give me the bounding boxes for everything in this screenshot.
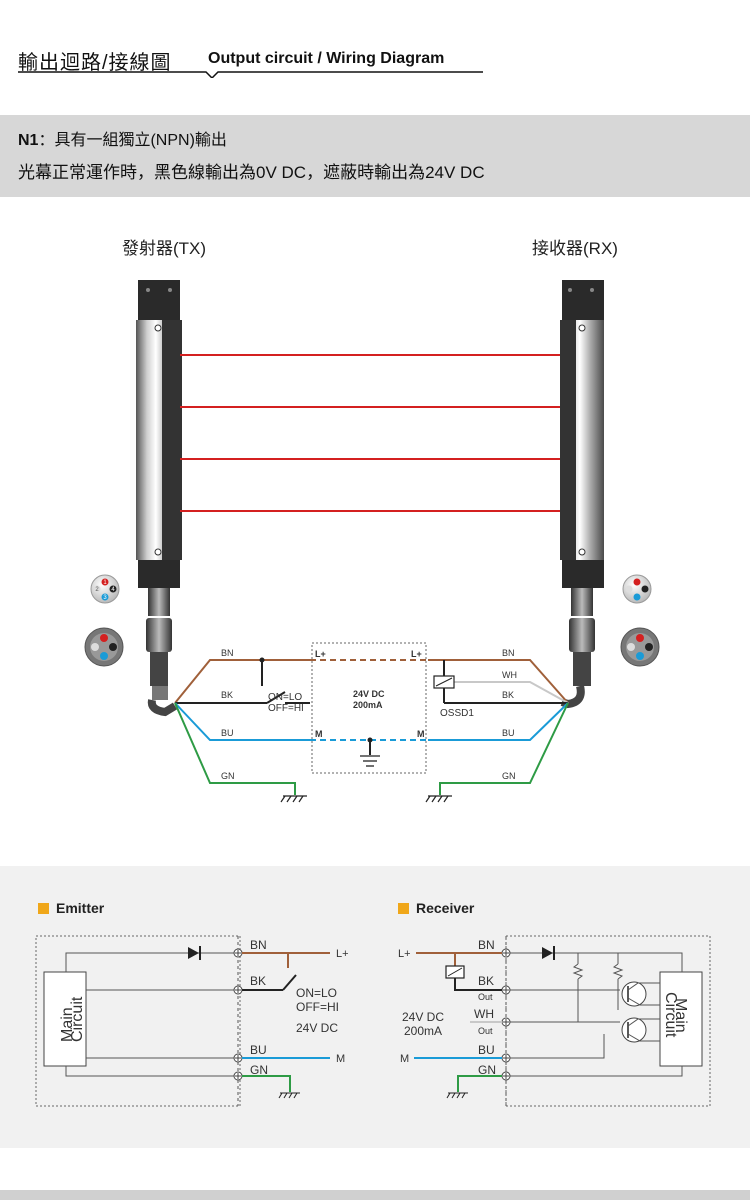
- receiver-current: 200mA: [404, 1024, 442, 1038]
- title-en: Output circuit / Wiring Diagram: [208, 50, 445, 67]
- receiver-marker: [398, 903, 409, 914]
- emitter-bu: BU: [250, 1043, 267, 1057]
- rx-bn-label: BN: [502, 648, 515, 658]
- emitter-diode-icon: [188, 946, 201, 960]
- tx-pin-disc-small: [90, 574, 120, 604]
- junction-dot: [259, 657, 265, 663]
- n1-band: [0, 115, 750, 197]
- emitter-wires: [242, 952, 330, 1092]
- title-zh: 輸出迴路/接線圖: [18, 52, 172, 74]
- tx-bn-label: BN: [221, 648, 234, 658]
- pin-2: 2: [95, 587, 99, 593]
- lplus-right: L+: [411, 649, 422, 659]
- receiver-wires: [414, 952, 502, 1092]
- receiver-bu: BU: [478, 1043, 495, 1057]
- emitter-title: Emitter: [38, 900, 104, 916]
- emitter-schematic: [35, 935, 241, 1107]
- ossd-label: OSSD1: [440, 708, 474, 719]
- receiver-diode-icon: [542, 946, 555, 960]
- supply-current: 200mA: [353, 700, 383, 710]
- rx-pin-disc-small: [622, 574, 652, 604]
- rx-gn-label: GN: [502, 771, 516, 781]
- receiver-main-label: Main: [672, 998, 689, 1033]
- receiver-earth-icon: [446, 1092, 468, 1099]
- earth-icon-rx: [425, 795, 452, 803]
- tx-gn-label: GN: [221, 771, 235, 781]
- emitter-off: OFF=HI: [296, 1000, 339, 1014]
- rx-pin-disc-large: [620, 627, 660, 667]
- n1-code: N1: [18, 132, 39, 149]
- footer-bar: [0, 1190, 750, 1200]
- receiver-voltage: 24V DC: [402, 1010, 444, 1024]
- n1-desc: ：具有一組獨立(NPN)輸出: [38, 132, 227, 149]
- tx-bu-label: BU: [221, 728, 234, 738]
- tx-label: 發射器(TX): [122, 239, 207, 258]
- m-left: M: [315, 729, 323, 739]
- emitter-lplus: L+: [336, 948, 349, 960]
- top-wiring: [174, 659, 569, 795]
- ground-icon: [360, 755, 380, 767]
- emitter-earth-icon: [278, 1092, 300, 1099]
- receiver-m: M: [400, 1053, 409, 1065]
- receiver-lplus: L+: [398, 948, 411, 960]
- emitter-tower: [136, 280, 182, 717]
- n1-heading: N1：具有一組獨立(NPN)輸出: [18, 126, 227, 150]
- emitter-main-label: Main: [59, 1007, 76, 1042]
- rx-bk-label: BK: [502, 690, 514, 700]
- pin-1: 1: [103, 580, 107, 586]
- receiver-gn: GN: [478, 1063, 496, 1077]
- emitter-bk: BK: [250, 974, 266, 988]
- emitter-voltage: 24V DC: [296, 1021, 338, 1035]
- rx-label: 接收器(RX): [532, 239, 618, 258]
- emitter-bn: BN: [250, 938, 267, 952]
- emitter-terminals: [233, 948, 243, 1081]
- section-header: 輸出迴路/接線圖 Output circuit / Wiring Diagram: [18, 42, 483, 78]
- rx-wh-label: WH: [502, 670, 517, 680]
- receiver-circuit-label: Circuit: [662, 992, 679, 1038]
- rx-bu-label: BU: [502, 728, 515, 738]
- receiver-out-1: Out: [478, 992, 493, 1002]
- receiver-bn: BN: [478, 938, 495, 952]
- emitter-m: M: [336, 1053, 345, 1065]
- emitter-on: ON=LO: [296, 986, 337, 1000]
- power-supply-box: [311, 642, 427, 774]
- pin-4: 4: [111, 587, 115, 593]
- receiver-title-text: Receiver: [416, 900, 475, 916]
- tx-bk-label: BK: [221, 690, 233, 700]
- receiver-schematic: [505, 935, 711, 1107]
- supply-voltage: 24V DC: [353, 689, 385, 699]
- junction-dot: [367, 737, 373, 743]
- receiver-tower: [560, 280, 604, 709]
- n1-description: 光幕正常運作時，黑色線輸出為0V DC，遮蔽時輸出為24V DC: [18, 163, 485, 182]
- schematic-panel: [0, 866, 750, 1148]
- earth-icon-tx: [280, 795, 307, 803]
- switch-off-label: OFF=HI: [268, 703, 304, 714]
- header-underline: [18, 71, 483, 78]
- m-right: M: [417, 729, 425, 739]
- receiver-bk: BK: [478, 974, 494, 988]
- emitter-title-text: Emitter: [56, 900, 105, 916]
- receiver-out-2: Out: [478, 1026, 493, 1036]
- pin-3: 3: [103, 595, 107, 601]
- tx-pin-disc-large: [84, 627, 124, 667]
- lplus-left: L+: [315, 649, 326, 659]
- emitter-marker: [38, 903, 49, 914]
- emitter-gn: GN: [250, 1063, 268, 1077]
- receiver-title: Receiver: [398, 900, 474, 916]
- switch-on-label: ON=LO: [268, 692, 302, 703]
- receiver-wh: WH: [474, 1007, 494, 1021]
- emitter-circuit-label: Circuit: [69, 996, 86, 1042]
- light-beams: [180, 354, 560, 512]
